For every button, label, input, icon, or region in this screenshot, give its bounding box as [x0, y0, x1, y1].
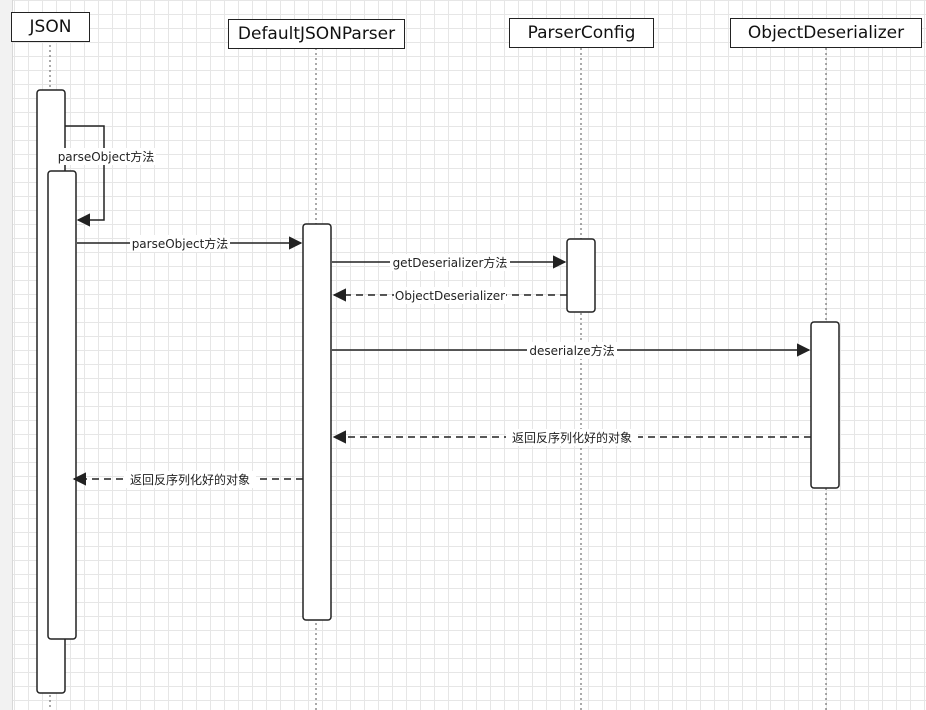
message-label-return-deserialized-1: 返回反序列化好的对象 — [512, 430, 632, 445]
message-label-return-deserialized-2: 返回反序列化好的对象 — [130, 472, 250, 487]
participant-json[interactable]: JSON — [11, 12, 90, 42]
message-label-parseobject: parseObject方法 — [132, 236, 229, 251]
canvas-left-edge — [0, 0, 13, 710]
activation-json-inner — [47, 170, 77, 640]
message-label-getdeserializer: getDeserializer方法 — [393, 255, 508, 270]
message-label-deserialze: deserialze方法 — [529, 343, 614, 358]
activation-deser — [810, 321, 840, 489]
activation-config — [566, 238, 596, 313]
activation-parser — [302, 223, 332, 621]
message-label-self-parseobject: parseObject方法 — [58, 149, 155, 164]
participant-defaultjsonparser[interactable]: DefaultJSONParser — [228, 19, 405, 49]
participant-objectdeserializer[interactable]: ObjectDeserializer — [730, 18, 922, 48]
participant-parserconfig[interactable]: ParserConfig — [509, 18, 654, 48]
message-arrow-self-parseobject — [65, 125, 105, 227]
message-label-return-objectdeserializer: ObjectDeserializer — [395, 289, 505, 303]
